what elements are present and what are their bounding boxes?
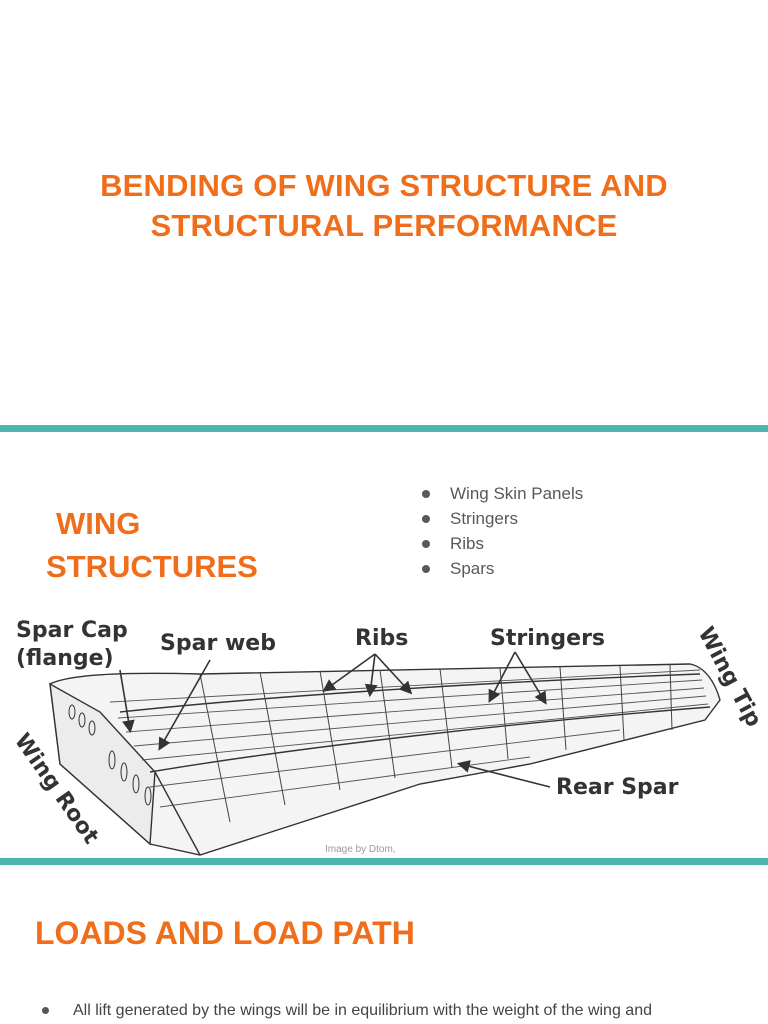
slide-divider [0, 858, 768, 865]
heading-line-2: STRUCTURES [46, 549, 258, 584]
callout-arrows [119, 651, 551, 788]
component-list: Wing Skin Panels Stringers Ribs Spars [420, 481, 583, 581]
stringers-lines [109, 669, 709, 808]
label-rear-spar: Rear Spar [556, 775, 679, 800]
list-item: Ribs [420, 531, 583, 556]
root-holes [68, 704, 152, 806]
label-stringers: Stringers [490, 626, 605, 651]
slide-divider [0, 425, 768, 432]
wing-structure-diagram: Spar Cap (flange) Spar web Ribs Stringer… [9, 618, 766, 856]
wing-structures-heading: WING STRUCTURES [46, 502, 346, 588]
label-flange: (flange) [16, 646, 114, 671]
list-item: Spars [420, 556, 583, 581]
slide-title: BENDING OF WING STRUCTURE AND STRUCTURAL… [0, 0, 768, 425]
loads-bullets: All lift generated by the wings will be … [40, 999, 652, 1023]
heading-line-1: WING [56, 506, 141, 541]
label-spar-cap: Spar Cap [16, 618, 128, 643]
slide-title-heading: BENDING OF WING STRUCTURE AND STRUCTURAL… [40, 166, 728, 246]
label-spar-web: Spar web [160, 631, 276, 656]
image-credit: Image by Dtom, [325, 844, 396, 855]
title-line-2: STRUCTURAL PERFORMANCE [150, 208, 618, 243]
slide-wing-structures: WING STRUCTURES Wing Skin Panels Stringe… [0, 432, 768, 858]
slide-loads: LOADS AND LOAD PATH All lift generated b… [0, 865, 768, 1024]
title-line-1: BENDING OF WING STRUCTURE AND [100, 168, 668, 203]
loads-heading: LOADS AND LOAD PATH [35, 915, 415, 951]
label-ribs: Ribs [355, 626, 408, 651]
list-item: Wing Skin Panels [420, 481, 583, 506]
list-item: Stringers [420, 506, 583, 531]
list-item: All lift generated by the wings will be … [40, 999, 652, 1023]
